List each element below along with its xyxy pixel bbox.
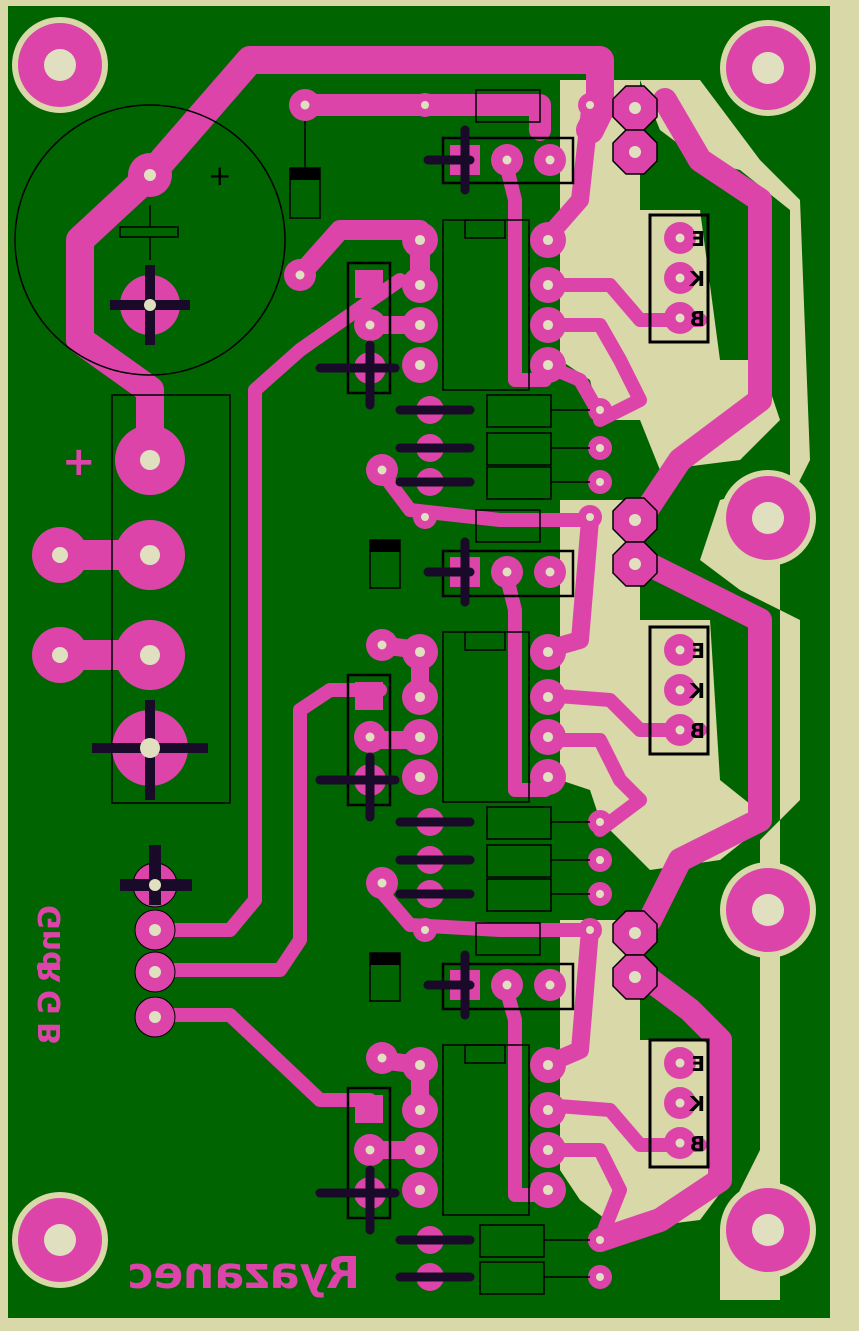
trace-right-low bbox=[588, 968, 732, 1252]
label-g: G bbox=[33, 990, 68, 1015]
power-connector: + bbox=[32, 394, 231, 804]
label-r: R bbox=[33, 960, 68, 983]
label-b: B bbox=[33, 1022, 68, 1045]
transistor-pin-label: K bbox=[688, 267, 705, 291]
resistor bbox=[486, 432, 552, 466]
transistor-pin-label: K bbox=[688, 679, 705, 703]
resistor bbox=[475, 509, 541, 543]
resistor bbox=[475, 922, 541, 956]
trace-right-mid bbox=[628, 548, 772, 932]
transistor-pin-label: B bbox=[690, 719, 705, 743]
transistor-pin-label: B bbox=[690, 1132, 705, 1156]
channel-3: EKB bbox=[315, 867, 710, 1295]
capacitor-c1: + bbox=[14, 104, 286, 376]
trace-mid-2 bbox=[373, 883, 597, 937]
channel-1: EKB bbox=[284, 85, 710, 500]
trace-ic3-right3 bbox=[538, 1143, 627, 1247]
transistor-pin-label: K bbox=[688, 1092, 705, 1116]
trace-ic3-inner bbox=[498, 978, 552, 1202]
mounting-holes bbox=[12, 17, 816, 1288]
transistor-outline bbox=[648, 625, 710, 756]
resistor bbox=[486, 844, 552, 878]
transistor-pin-label: E bbox=[691, 227, 705, 251]
transistor-outline bbox=[648, 213, 710, 344]
resistor bbox=[479, 1261, 545, 1295]
transistor-outline bbox=[648, 1038, 710, 1169]
resistor bbox=[486, 466, 552, 500]
resistor bbox=[479, 1224, 545, 1258]
resistor bbox=[486, 878, 552, 912]
trace-left-rail-2 bbox=[153, 683, 387, 977]
rgb-connector bbox=[120, 845, 192, 1038]
channel-2: EKB bbox=[315, 454, 710, 912]
trace-ic1-right3 bbox=[538, 318, 647, 427]
connector-labels: Gnd R G B bbox=[33, 905, 68, 1045]
trace-right-top bbox=[628, 88, 772, 532]
resistor bbox=[475, 89, 541, 123]
transistor-pin-label: B bbox=[690, 307, 705, 331]
trace-mid-1 bbox=[373, 463, 597, 527]
trace-left-rail-3 bbox=[153, 1008, 377, 1107]
trace-ic2-right3 bbox=[538, 733, 647, 837]
trace-left-rail-1 bbox=[153, 273, 407, 937]
transistor-pin-label: E bbox=[691, 639, 705, 663]
power-plus-label: + bbox=[62, 439, 96, 485]
label-gnd: Gnd bbox=[33, 905, 68, 972]
resistor bbox=[486, 806, 552, 840]
trace-ic2-inner bbox=[498, 563, 552, 797]
transistor-pin-label: E bbox=[691, 1052, 705, 1076]
author-label: Ryazanec bbox=[127, 1248, 360, 1299]
cap-plus-label: + bbox=[208, 159, 231, 192]
trace-ic1-inner bbox=[498, 153, 552, 387]
resistor bbox=[486, 394, 552, 428]
